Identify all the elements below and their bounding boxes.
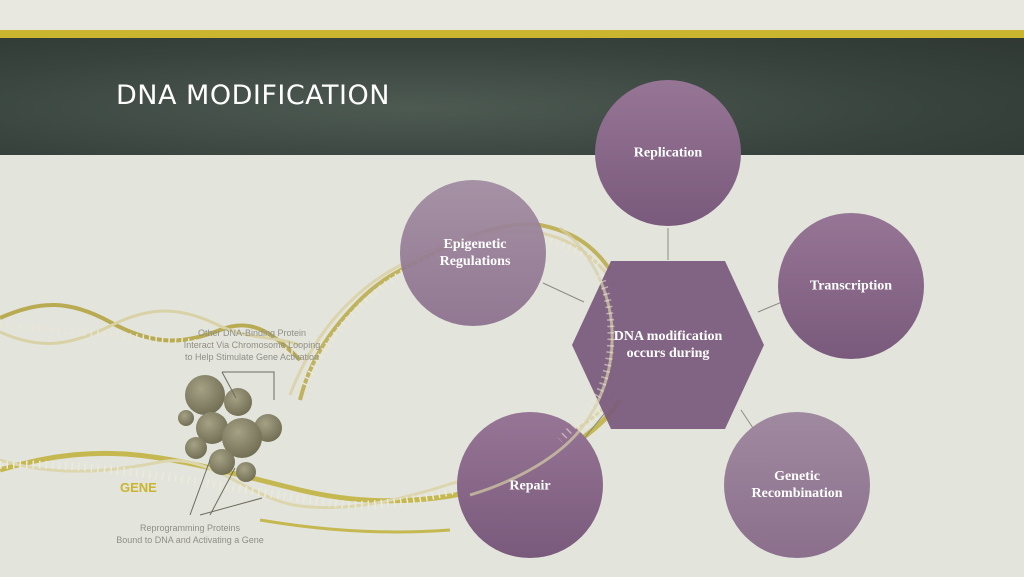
gene-label: GENE: [120, 480, 157, 495]
caption-pointers: [189, 371, 275, 516]
slide-title: DNA MODIFICATION: [116, 80, 390, 111]
caption-reprogramming-proteins: Reprogramming Proteins Bound to DNA and …: [116, 522, 264, 546]
title-header-band: [0, 38, 1024, 155]
node-genetic-recombination-label: Genetic Recombination: [752, 468, 843, 502]
node-genetic-recombination-line-1: Genetic: [774, 469, 820, 484]
node-epigenetic-regulations-line-2: Regulations: [439, 254, 511, 269]
protein-cluster: [178, 375, 282, 482]
center-line-2: occurs during: [626, 346, 710, 361]
node-transcription-line-1: Transcription: [809, 278, 893, 294]
center-line-1: DNA modification: [613, 329, 723, 344]
node-repair-label: Repair: [509, 478, 550, 495]
caption-top-line-1: Other DNA-Binding Protein: [197, 328, 307, 338]
center-label: DNA modification occurs during: [614, 328, 723, 362]
center-hexagon: [572, 261, 764, 429]
node-repair-circle: [457, 412, 603, 558]
dna-strand-upper: [0, 302, 302, 362]
node-replication-label: Replication: [634, 145, 702, 162]
connectors: [542, 228, 783, 441]
node-genetic-recombination-circle: [724, 412, 870, 558]
top-strip: [0, 0, 1024, 30]
node-replication-circle: [595, 80, 741, 226]
caption-top-line-3: to Help Stimulate Gene Activation: [184, 352, 320, 362]
caption-top-line-2: Interact Via Chromosome Looping: [183, 340, 321, 350]
gold-accent-band: [0, 30, 1024, 38]
node-epigenetic-regulations-circle: [400, 180, 546, 326]
node-epigenetic-regulations-line-1: Epigenetic: [443, 237, 507, 252]
dna-strand-over-diagram: [469, 226, 614, 497]
node-epigenetic-regulations-label: Epigenetic Regulations: [440, 236, 511, 270]
node-replication-line-1: Replication: [633, 145, 703, 161]
node-repair-line-1: Repair: [509, 478, 551, 494]
node-transcription-label: Transcription: [810, 278, 892, 295]
caption-bottom-line-2: Bound to DNA and Activating a Gene: [116, 535, 264, 545]
node-genetic-recombination-line-2: Recombination: [751, 486, 843, 501]
node-transcription-circle: [778, 213, 924, 359]
caption-bottom-line-1: Reprogramming Proteins: [139, 523, 241, 533]
caption-dna-binding-protein: Other DNA-Binding Protein Interact Via C…: [184, 327, 320, 363]
